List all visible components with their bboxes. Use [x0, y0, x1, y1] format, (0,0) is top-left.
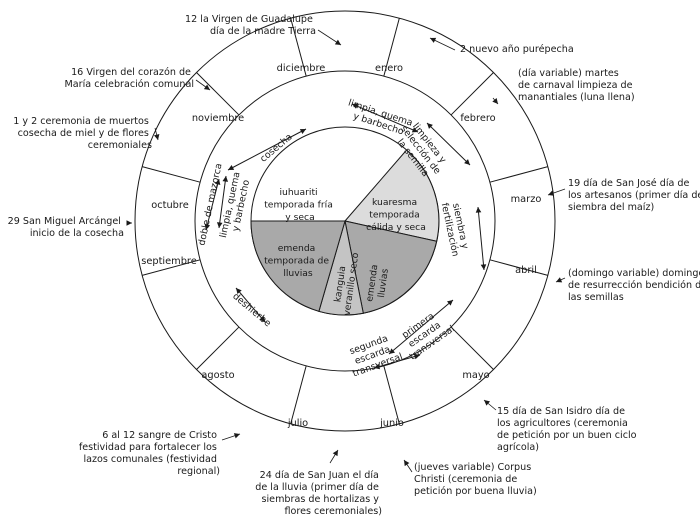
activity-arrow-line	[426, 122, 471, 166]
month-divider	[196, 72, 240, 116]
activity-arrow-line	[205, 178, 220, 231]
festival-arrowhead	[404, 460, 410, 467]
festival-november: 16 Virgen del corazón de María celebraci…	[65, 66, 195, 90]
month-divider	[196, 326, 240, 370]
festival-arrows	[126, 29, 566, 473]
activity-limpia-quema-2: limpia, quema y barbecho	[218, 168, 254, 241]
festival-arrowhead	[548, 190, 555, 196]
activity-arrowhead	[413, 353, 420, 360]
month-divider	[383, 365, 400, 424]
festival-january: 2 nuevo año purépecha	[460, 43, 574, 55]
season-sector-emenda-lluvias	[344, 220, 438, 314]
season-pie	[250, 149, 440, 316]
activity-arrowhead	[228, 164, 235, 170]
festival-arrowhead	[556, 277, 563, 283]
month-divider	[489, 166, 548, 183]
month-divider	[450, 72, 494, 116]
activity-arrow-line	[227, 128, 307, 171]
season-label-emenda-temporada: emenda temporada de lluvias	[264, 243, 332, 279]
month-label: diciembre	[277, 63, 326, 74]
festival-arrowhead	[334, 39, 341, 45]
activity-deshierbe: deshierbe	[230, 291, 273, 329]
activity-arrowhead	[214, 179, 221, 186]
festival-arrowhead	[492, 97, 498, 104]
activity-arrowhead	[464, 159, 470, 165]
month-dividers	[142, 18, 548, 424]
season-sector-kuaresma	[344, 149, 440, 242]
month-divider	[142, 166, 201, 183]
month-label: noviembre	[192, 113, 244, 124]
festival-august: 6 al 12 sangre de Cristo festividad para…	[79, 430, 220, 477]
activity-arrowhead	[475, 207, 482, 213]
activity-arrow-line	[351, 103, 419, 133]
month-divider	[142, 259, 201, 276]
month-label: agosto	[201, 370, 234, 381]
inner-ring-circle	[194, 70, 496, 372]
festival-february: (día variable) martes de carnaval limpie…	[518, 67, 636, 103]
season-labels: iuhuariti temporada fría y seca kuaresma…	[264, 187, 426, 316]
activity-arrowhead	[480, 264, 487, 270]
month-label: marzo	[511, 194, 542, 205]
festival-arrowhead	[203, 84, 210, 90]
festival-december: 12 la Virgen de Guadalupe día de la madr…	[185, 14, 316, 37]
month-divider	[290, 18, 307, 77]
activity-arrow-line	[373, 354, 421, 369]
festival-september: 29 San Miguel Arcángel inicio de la cose…	[8, 215, 124, 239]
activity-arrows	[204, 103, 487, 370]
activity-arrowhead	[427, 123, 433, 129]
month-divider	[450, 326, 494, 370]
festival-october: 1 y 2 ceremonia de muertos cosecha de mi…	[13, 116, 152, 151]
festival-arrowhead	[153, 133, 160, 140]
activity-arrow-line	[388, 299, 454, 355]
festival-june: (jueves variable) Corpus Christi (ceremo…	[414, 462, 537, 497]
month-divider	[489, 259, 548, 276]
month-label: octubre	[151, 200, 189, 211]
festival-arrowhead	[233, 433, 240, 439]
month-labels: enero febrero marzo abril mayo junio jul…	[141, 63, 541, 429]
month-label: febrero	[460, 113, 495, 124]
festival-july: 24 día de San Juan el día de la lluvia (…	[255, 469, 382, 517]
festival-april: (domingo variable) domingo de resurrecci…	[568, 268, 700, 303]
festival-arrowhead	[126, 220, 132, 226]
festival-march: 19 día de San José día de los artesanos …	[568, 177, 700, 213]
activity-arrow-line	[477, 206, 485, 271]
month-label: enero	[375, 63, 403, 74]
activity-arrowhead	[411, 127, 418, 133]
activity-arrowhead	[299, 129, 306, 135]
month-label: septiembre	[141, 256, 197, 267]
festival-may: 15 día de San Isidro día de los agricult…	[497, 405, 640, 453]
month-divider	[290, 365, 307, 424]
festival-arrowhead	[332, 450, 338, 457]
activity-arrowhead	[259, 315, 265, 322]
month-label: julio	[287, 418, 308, 429]
festival-arrowhead	[484, 400, 491, 406]
outer-ring-circle	[134, 10, 556, 432]
activity-arrowhead	[352, 103, 359, 109]
festival-arrowhead	[430, 37, 437, 43]
activity-arrowhead	[204, 223, 211, 230]
season-label-iuhuariti: iuhuariti temporada fría y seca	[264, 187, 336, 223]
festival-labels: 12 la Virgen de Guadalupe día de la madr…	[8, 14, 700, 517]
activity-arrowhead	[216, 222, 223, 228]
activity-siembra: siembra y fertilización	[439, 200, 472, 258]
season-label-emenda-lluvias: emenda lluvias	[364, 261, 391, 304]
season-sector-emenda-temporada	[250, 220, 346, 312]
season-label-kuaresma: kuaresma temporada cálida y seca	[366, 197, 426, 233]
activity-arrow-line	[218, 175, 227, 229]
activity-arrowhead	[389, 348, 396, 354]
activity-segunda-escarda: segunda escarda transversal	[344, 331, 405, 380]
activity-arrowhead	[446, 300, 453, 306]
month-divider	[383, 18, 400, 77]
activity-cosecha: cosecha	[258, 132, 294, 165]
month-label: abril	[515, 265, 537, 276]
activity-arrowhead	[222, 176, 229, 182]
month-label: junio	[379, 418, 404, 429]
month-label: mayo	[462, 370, 489, 381]
activity-arrowhead	[236, 288, 242, 295]
activity-primera-escarda: primera escarda transversal	[395, 305, 457, 362]
activity-arrowhead	[374, 363, 381, 370]
activity-arrow-line	[235, 287, 266, 323]
